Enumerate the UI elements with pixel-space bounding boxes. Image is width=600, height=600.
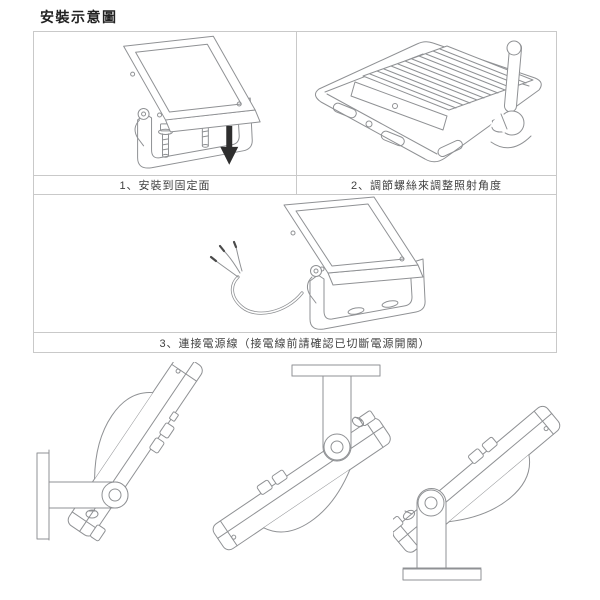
caption-row-1: 1、安裝到固定面 2、調節螺絲來調整照射角度	[34, 175, 556, 195]
page-title: 安裝示意圖	[40, 9, 118, 25]
hinge-knob	[134, 107, 150, 147]
rotation-arc	[490, 135, 532, 149]
wall-surface	[36, 449, 50, 541]
floodlight-adjustment-drawing	[315, 40, 542, 163]
instruction-grid: 1、安裝到固定面 2、調節螺絲來調整照射角度	[33, 31, 557, 353]
step3-caption: 3、連接電源線（接電線前請確認已切斷電源開關）	[34, 332, 556, 352]
step2-panel	[297, 32, 556, 175]
floodlight-side-profile	[67, 362, 203, 542]
foot-bracket	[393, 515, 404, 533]
pivot-joint	[101, 481, 129, 509]
down-arrow-icon	[220, 125, 239, 165]
step3-panel	[34, 195, 556, 332]
power-wires-icon	[209, 240, 304, 315]
step1-panel	[34, 32, 297, 175]
lock-bolt	[402, 509, 416, 521]
floodlight-housing	[123, 35, 261, 133]
ground-mount-drawing	[393, 405, 561, 581]
pivot-joint	[417, 489, 445, 517]
wall-mount-drawing	[36, 362, 203, 542]
lock-bolt	[351, 416, 365, 428]
junction-box	[350, 81, 448, 131]
ground-surface	[402, 567, 482, 581]
floodlight-side-profile	[212, 410, 391, 551]
step2-caption: 2、調節螺絲來調整照射角度	[350, 180, 503, 192]
ceiling-surface	[291, 364, 381, 377]
wrench-icon	[490, 40, 532, 149]
lock-bolt	[85, 509, 99, 519]
step1-caption: 1、安裝到固定面	[34, 176, 297, 194]
pivot-joint	[323, 433, 351, 461]
foot-bracket	[90, 524, 106, 542]
heatsink-fins	[362, 45, 534, 111]
ceiling-mount-drawing	[212, 364, 391, 551]
floodlight-wiring-drawing	[209, 196, 426, 330]
hinge-knob	[306, 265, 322, 304]
floodlight-mounting-drawing	[123, 35, 261, 169]
floodlight-housing	[283, 196, 424, 286]
mounting-bracket	[309, 258, 426, 330]
